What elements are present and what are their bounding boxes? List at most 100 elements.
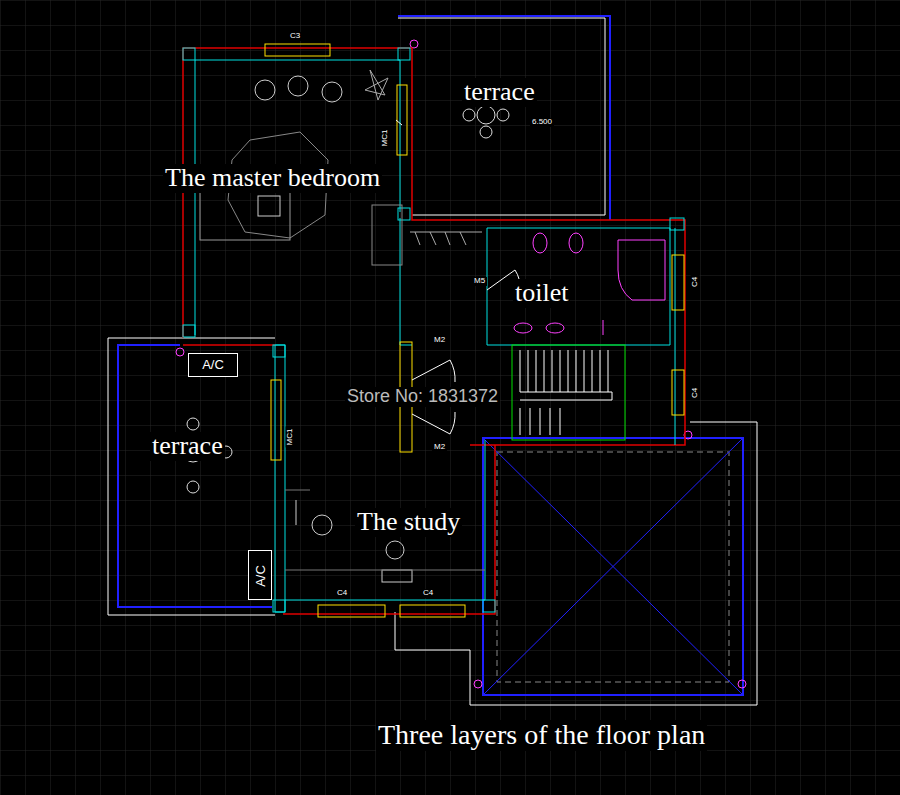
door-swing [396, 120, 402, 125]
window [400, 605, 465, 617]
inner-wall [675, 228, 676, 445]
desk [382, 570, 412, 582]
chair [187, 481, 199, 493]
caption: Three layers of the floor plan [376, 720, 707, 751]
inner-wall [285, 440, 485, 600]
room-name: toilet [513, 279, 570, 308]
door-tag: M2 [432, 336, 447, 345]
roof-rail [483, 438, 743, 695]
roof-edge [470, 422, 757, 705]
window [271, 380, 281, 460]
inner-wall [195, 60, 400, 335]
wc [533, 233, 547, 253]
tap [603, 320, 604, 335]
watermark: Store No: 1831372 [345, 387, 500, 407]
door-tag: MC1 [286, 427, 295, 448]
window-tag: C4 [691, 386, 700, 400]
chair [187, 418, 199, 430]
outer-wall [183, 344, 275, 346]
room-name: terrace [150, 432, 225, 461]
armchair [255, 80, 275, 100]
ac-unit-box: A/C [248, 550, 272, 600]
wardrobe [372, 205, 402, 265]
window-tag: C4 [335, 589, 349, 598]
window [672, 255, 684, 310]
roof-outline [395, 422, 757, 705]
inner-wall [487, 228, 670, 345]
terrace-edge [398, 18, 605, 215]
window [672, 370, 684, 415]
terrace-outline [398, 16, 610, 220]
chair [497, 109, 509, 121]
staircase [512, 345, 625, 440]
room-name: terrace [462, 78, 537, 107]
pillow [258, 196, 280, 216]
column [398, 208, 410, 220]
door-tag: MC1 [381, 128, 390, 149]
column [670, 218, 684, 230]
window [397, 85, 407, 155]
column [738, 680, 746, 688]
equipment-label: A/C [254, 565, 268, 587]
terrace-rail [398, 16, 610, 220]
window-tag: C3 [288, 32, 302, 41]
door-tag: M2 [432, 443, 447, 452]
basin [546, 323, 564, 333]
wc [569, 233, 583, 253]
column [183, 325, 195, 337]
chair [386, 541, 404, 559]
column [176, 348, 184, 356]
equipment-label: A/C [202, 358, 224, 372]
walls [183, 48, 685, 614]
lamp [296, 500, 297, 525]
plant [365, 70, 388, 100]
column [483, 600, 495, 612]
column [273, 345, 285, 357]
roof-cross [483, 438, 743, 695]
door-swing [412, 360, 455, 382]
outer-wall [283, 445, 495, 614]
column [273, 600, 285, 612]
chair [463, 109, 475, 121]
bathtub [618, 240, 665, 300]
stair-handrail [520, 392, 612, 400]
column [474, 680, 482, 688]
door-swing [412, 412, 455, 434]
elevation-mark: 6.500 [530, 118, 554, 127]
terrace-outline [108, 338, 275, 615]
window-tag: C4 [421, 589, 435, 598]
roof-edge [395, 612, 470, 705]
stair-treads [520, 350, 608, 392]
closet [410, 232, 482, 245]
bed [200, 190, 290, 240]
room-name: The master bedroom [163, 164, 382, 193]
room-name: The study [355, 508, 462, 537]
terrace-edge [108, 338, 275, 615]
column [183, 48, 195, 60]
table [288, 76, 308, 96]
outer-wall [183, 48, 685, 445]
sanitary [514, 233, 665, 335]
chair [312, 515, 332, 535]
table [477, 106, 495, 124]
desk-edge [285, 570, 485, 571]
window-tag: C4 [691, 275, 700, 289]
inner-wall [275, 345, 285, 612]
stair-treads [520, 408, 560, 435]
openings [265, 44, 684, 617]
window [318, 605, 385, 617]
door-tag: M5 [472, 277, 487, 286]
furniture [200, 70, 485, 582]
column [398, 48, 410, 60]
column [410, 40, 418, 48]
terrace-rail [118, 345, 272, 607]
stair-well [512, 345, 625, 440]
ac-unit-box: A/C [188, 353, 238, 377]
basin [514, 323, 532, 333]
roof-cross [483, 438, 743, 695]
shelf [285, 490, 310, 491]
chair [480, 126, 492, 138]
window [265, 44, 330, 56]
armchair [322, 82, 342, 102]
